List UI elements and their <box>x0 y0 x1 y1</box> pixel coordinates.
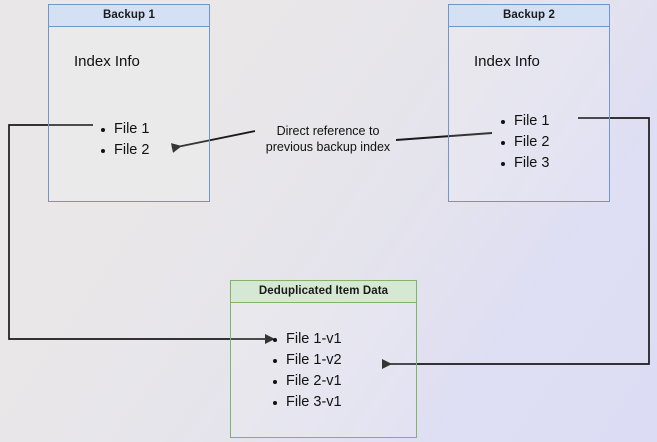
backup-1-index-info-label: Index Info <box>74 53 140 70</box>
node-deduplicated-item-data[interactable]: Deduplicated Item Data File 1-v1 File 1-… <box>230 280 417 438</box>
list-item: File 3-v1 <box>271 392 342 413</box>
backup-1-file-list: File 1 File 2 <box>99 119 149 161</box>
edge-label-line-2: previous backup index <box>265 140 391 154</box>
list-item: File 2 <box>99 140 149 161</box>
list-item: File 2-v1 <box>271 371 342 392</box>
list-item: File 1-v2 <box>271 350 342 371</box>
list-item: File 2 <box>499 132 549 153</box>
node-dedup-body: File 1-v1 File 1-v2 File 2-v1 File 3-v1 <box>231 303 416 437</box>
node-backup-2-body: Index Info File 1 File 2 File 3 <box>449 27 609 201</box>
backup-2-file-list: File 1 File 2 File 3 <box>499 111 549 174</box>
edge-label-direct-reference: Direct reference to previous backup inde… <box>248 123 408 155</box>
node-backup-1-header: Backup 1 <box>49 5 209 27</box>
list-item: File 3 <box>499 153 549 174</box>
node-backup-2[interactable]: Backup 2 Index Info File 1 File 2 File 3 <box>448 4 610 202</box>
node-backup-2-header: Backup 2 <box>449 5 609 27</box>
edge-label-line-1: Direct reference to <box>276 124 380 138</box>
dedup-file-list: File 1-v1 File 1-v2 File 2-v1 File 3-v1 <box>271 329 342 413</box>
list-item: File 1 <box>99 119 149 140</box>
node-backup-1-body: Index Info File 1 File 2 <box>49 27 209 201</box>
list-item: File 1-v1 <box>271 329 342 350</box>
node-backup-1[interactable]: Backup 1 Index Info File 1 File 2 <box>48 4 210 202</box>
backup-2-index-info-label: Index Info <box>474 53 540 70</box>
list-item: File 1 <box>499 111 549 132</box>
node-dedup-header: Deduplicated Item Data <box>231 281 416 303</box>
